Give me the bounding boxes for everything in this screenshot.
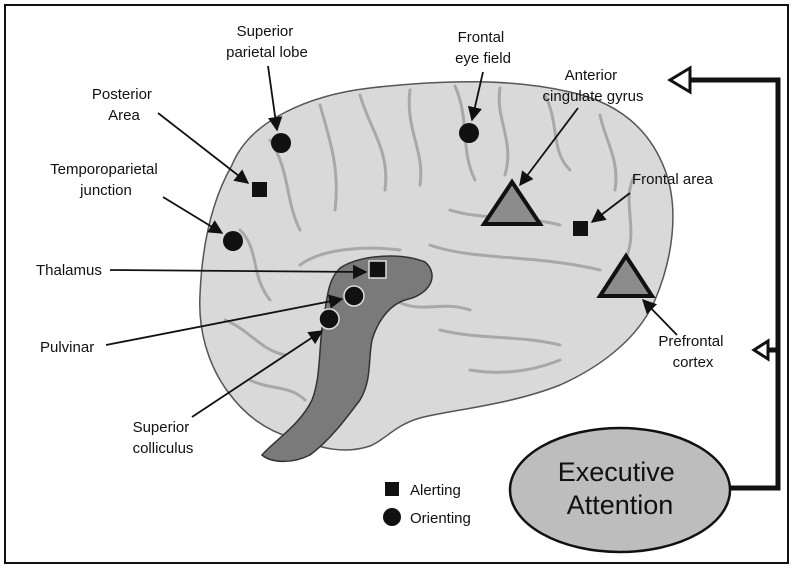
label-temporoparietal-junction-line1: Temporoparietal [50,161,158,178]
region-labels: Superior parietal lobe Frontal eye field… [36,23,727,457]
label-superior-colliculus-line2: colliculus [133,440,194,457]
label-posterior-area: Posterior Area [92,86,156,124]
feedback-arrow-anterior-cingulate [667,65,692,95]
executive-attention-group: Executive Attention [508,65,781,554]
legend: Alerting Orienting [383,482,471,527]
legend-alerting-label: Alerting [410,482,461,499]
label-anterior-cingulate-gyrus: Anterior cingulate gyrus [543,67,644,105]
marker-frontal-eye-field-circle [459,123,479,143]
pointer-temporoparietal-junction [162,196,224,234]
label-frontal-area: Frontal area [632,171,714,188]
pointer-frontal-eye-field [467,71,484,122]
label-anterior-cingulate-gyrus-line1: Anterior [565,67,618,84]
marker-frontal-area-square [573,221,588,236]
label-prefrontal-cortex: Prefrontal cortex [658,333,727,371]
label-anterior-cingulate-gyrus-line2: cingulate gyrus [543,88,644,105]
label-temporoparietal-junction-line2: junction [79,182,132,199]
feedback-arrow-prefrontal [751,338,770,362]
pointer-thalamus [109,264,368,280]
label-posterior-area-line2: Area [108,107,140,124]
marker-temporoparietal-junction-circle [223,231,243,251]
marker-posterior-area-square [252,182,267,197]
label-superior-colliculus: Superior colliculus [133,419,194,457]
label-superior-parietal-lobe: Superior parietal lobe [226,23,308,61]
pointer-superior-colliculus [191,330,324,418]
legend-alerting-square-icon [385,482,399,496]
label-prefrontal-cortex-line1: Prefrontal [658,333,723,350]
marker-anterior-cingulate-triangle [480,178,544,226]
pointer-frontal-area [590,192,631,223]
brain-markers [223,123,656,330]
legend-orienting-circle-icon [383,508,401,526]
pointer-pulvinar [105,294,344,346]
label-superior-parietal-lobe-line2: parietal lobe [226,44,308,61]
pointer-prefrontal-cortex [641,298,678,336]
executive-attention-line1: Executive [558,457,675,487]
marker-prefrontal-triangle [596,252,656,298]
label-thalamus: Thalamus [36,262,102,279]
figure-frame [4,4,789,564]
label-superior-colliculus-line1: Superior [133,419,190,436]
marker-thalamus-square [368,260,387,279]
label-frontal-eye-field-line2: eye field [455,50,511,67]
label-pulvinar: Pulvinar [40,339,94,356]
legend-orienting-label: Orienting [410,510,471,527]
pointer-superior-parietal-lobe [267,65,283,132]
label-frontal-eye-field-line1: Frontal [458,29,505,46]
pointer-posterior-area [157,112,250,184]
executive-attention-label: Executive Attention [558,457,683,520]
label-prefrontal-cortex-line2: cortex [673,354,714,371]
brain-illustration [199,80,674,463]
label-frontal-eye-field: Frontal eye field [455,29,511,67]
feedback-connector [686,77,781,491]
brain-outline [199,80,674,451]
marker-pulvinar-circle [343,285,365,307]
label-superior-parietal-lobe-line1: Superior [237,23,294,40]
thalamus-brainstem-region [260,255,433,463]
label-pointer-lines [105,65,678,418]
pointer-anterior-cingulate-gyrus [519,107,579,187]
label-temporoparietal-junction: Temporoparietal junction [50,161,162,199]
marker-superior-parietal-lobe-circle [271,133,291,153]
label-posterior-area-line1: Posterior [92,86,152,103]
executive-attention-line2: Attention [567,490,674,520]
marker-superior-colliculus-circle [318,308,340,330]
